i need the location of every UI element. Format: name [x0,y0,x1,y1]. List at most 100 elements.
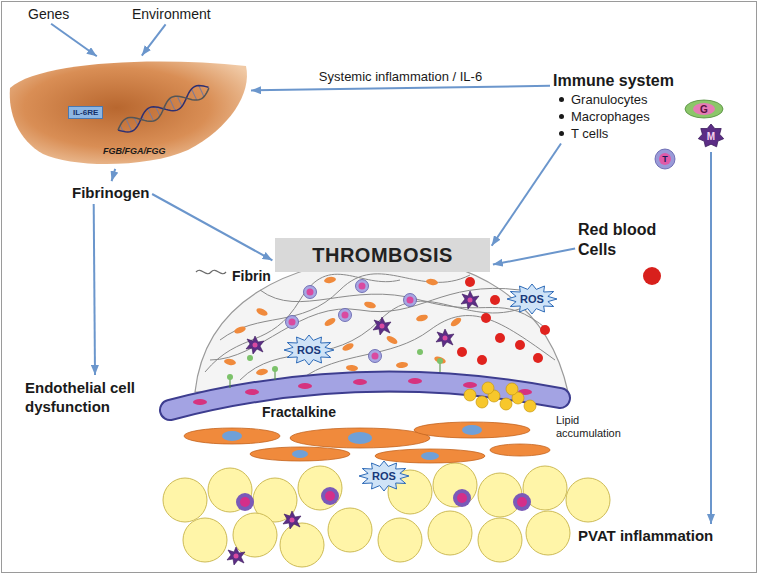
platelet [256,368,269,376]
connector-arrow [152,194,272,260]
t-cell-body [655,149,675,169]
pvat-macrophage [283,511,301,529]
endothelial-nucleus [193,399,207,405]
fractalkine-dot [272,366,278,372]
adipocyte [428,511,472,555]
red-blood-cell [495,333,505,343]
connector-arrow [142,24,166,55]
platelet [433,355,446,365]
macrophage [461,291,479,309]
pvat-immune-nucleus [325,491,335,501]
pvat-immune-cell [453,489,471,507]
label-holder: Lipid accumulation [556,414,638,440]
fibrin-strand [210,288,520,360]
list-item: Granulocytes [571,92,648,107]
cell-type-label: Red blood Cells [578,220,678,260]
promoter-box: IL-6RE [68,106,103,119]
adipocyte [478,518,522,562]
t-cell [404,294,417,307]
fibrin-strand [205,274,400,372]
outcome-label: Endothelial cell dysfunction [25,378,165,416]
t-cell [339,309,352,322]
smooth-muscle-cell [490,444,550,456]
smooth-muscle-cell [184,428,280,444]
platelet [415,314,428,323]
fibrin-strand [300,316,555,380]
outcome-label: PVAT inflammation [578,527,713,544]
bullet-dot [559,131,564,136]
endothelial-nucleus [463,382,477,388]
macrophage [373,317,391,335]
fractalkine-dot [247,355,253,361]
fractalkine-dot [437,358,443,364]
node-text: ROS [520,293,544,305]
platelet [396,361,408,368]
pvat-immune-cell [513,493,531,511]
node-text: ROS [372,470,396,482]
dna-rung [192,89,197,100]
endothelial-nucleus [298,383,312,389]
fibrin-squiggle [196,270,226,273]
connector-arrow [51,24,97,57]
platelet [363,301,376,310]
t-cell [286,316,299,329]
part-label: Lipid accumulation [556,414,638,440]
connector-arrow [710,152,712,524]
node-text: THROMBOSIS [312,244,453,267]
lipid-droplet [476,396,488,408]
pvat-immune-cell [321,487,339,505]
node-text: IL-6RE [73,108,98,117]
connector-arrow [112,169,116,181]
node-text: Environment [132,6,211,22]
granulocyte-body [685,100,723,118]
t-cell [369,350,382,363]
connector-arrow [94,204,95,375]
dna-helix [115,81,212,136]
connector-arrow [493,249,575,265]
fractalkine-dot [227,374,233,380]
t-cell [304,286,317,299]
smooth-muscle-cell [250,447,350,461]
t-cell-nucleus [659,153,671,165]
granulocyte-icon: G [684,99,724,119]
list-heading: Immune system [553,72,674,90]
adipocyte [526,511,570,555]
node-text: Fibrinogen [72,184,150,201]
adipocyte [566,478,610,522]
lipid-droplet [500,398,512,410]
platelet [255,307,268,318]
endothelial-nucleus [245,389,259,395]
part-label: Fibrin [232,268,271,284]
ros-star [284,335,334,365]
macrophage [246,336,264,354]
bullet-row: T cells [553,126,674,141]
lipid-droplet [464,389,476,401]
fractalkine-stalk [230,379,231,388]
adipocyte [328,508,372,552]
adipocyte [208,468,252,512]
adipocyte [280,523,324,567]
list-item: T cells [571,126,608,141]
input-label: Genes [28,6,69,22]
adipocyte [298,466,342,510]
red-blood-cell [533,353,543,363]
adipocyte [433,463,477,507]
dna-rung [148,109,154,121]
t-cell-icon: T [654,148,676,170]
bullet-row: Granulocytes [553,92,674,107]
platelet [449,316,462,328]
dna-rung [199,86,204,97]
gene-names: FGB/FGA/FGG [103,146,166,156]
fibrin-strand [240,300,540,380]
granulocyte-nucleus [693,103,715,115]
macrophage [436,329,454,347]
node-text: Red blood Cells [578,220,678,260]
lipid-droplet [506,383,518,395]
dna-rung [126,119,132,132]
liver-organ: FGB/FGA/FGG IL-6RE [8,58,248,166]
smooth-muscle-cell [414,422,530,438]
smooth-muscle-cell [375,449,485,463]
lipid-droplet [524,400,536,412]
